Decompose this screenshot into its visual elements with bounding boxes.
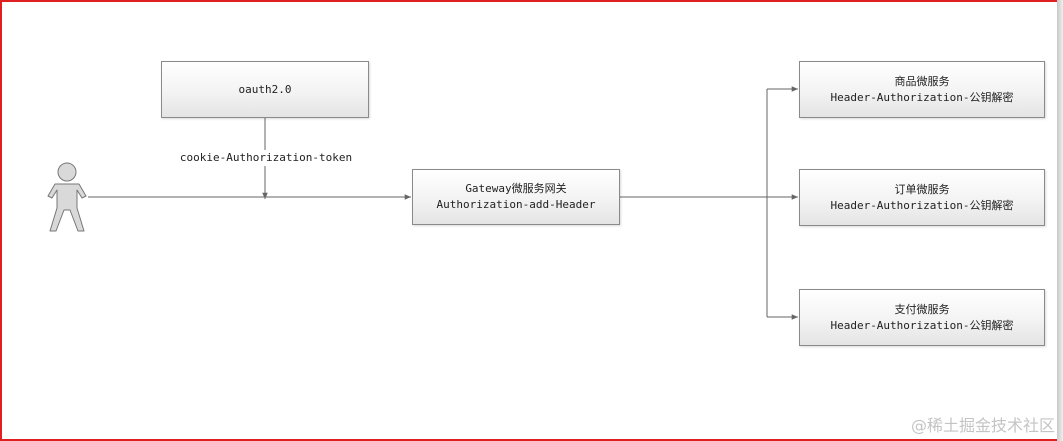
watermark-text: @稀土掘金技术社区 [910,416,1055,435]
pay-service-detail: Header-Authorization-公钥解密 [830,318,1014,332]
user-actor-icon [47,162,87,232]
pay-service-name: 支付微服务 [894,302,950,316]
product-service-detail: Header-Authorization-公钥解密 [830,90,1014,104]
oauth-node-label: oauth2.0 [238,82,292,96]
order-service-node[interactable]: 订单微服务 Header-Authorization-公钥解密 [799,169,1045,226]
gateway-node-detail: Authorization-add-Header [436,198,596,211]
order-service-detail: Header-Authorization-公钥解密 [830,198,1014,212]
product-service-name: 商品微服务 [894,74,950,88]
gateway-node-title: Gateway微服务网关 [465,182,567,195]
order-service-name: 订单微服务 [894,182,950,196]
product-service-node[interactable]: 商品微服务 Header-Authorization-公钥解密 [799,61,1045,118]
edge-label-cookie-token: cookie-Authorization-token [168,150,364,166]
gateway-node[interactable]: Gateway微服务网关 Authorization-add-Header [412,169,620,225]
oauth-node[interactable]: oauth2.0 [161,61,369,118]
frame-edge-shadow [1057,0,1063,441]
pay-service-node[interactable]: 支付微服务 Header-Authorization-公钥解密 [799,289,1045,346]
